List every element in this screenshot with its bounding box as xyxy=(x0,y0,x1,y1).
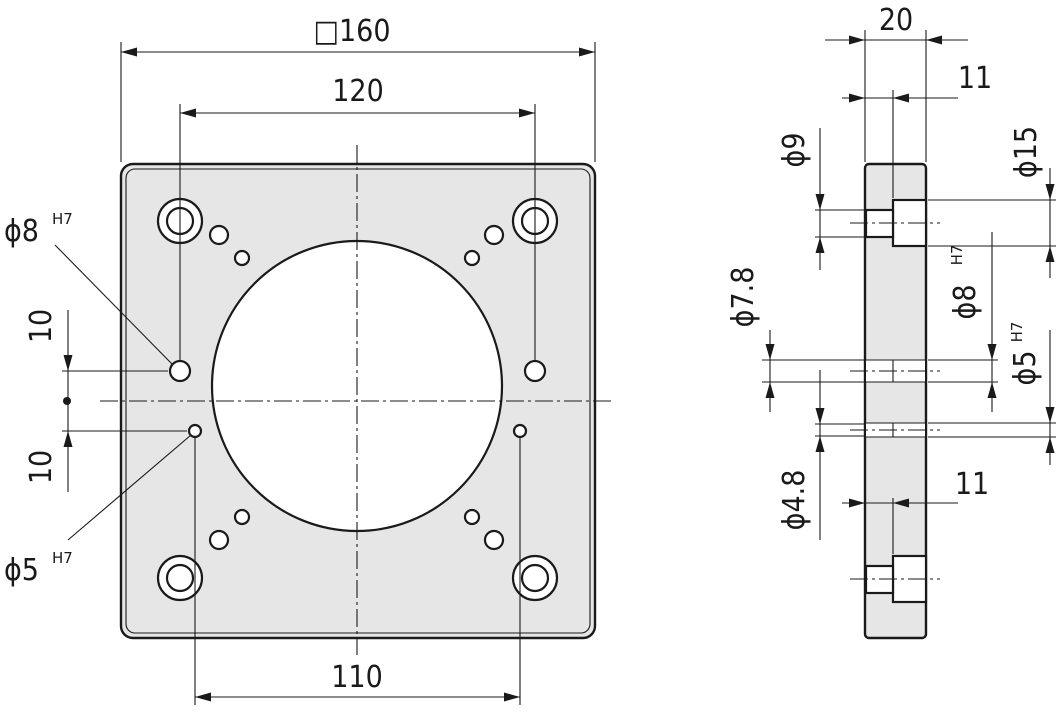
front-view: □160 120 110 10 10 ϕ8 H7 ϕ5 H7 xyxy=(4,14,615,705)
dim-bolt-spacing: 120 xyxy=(332,74,384,109)
dim-depth-top: 11 xyxy=(958,61,992,96)
label-dia8: ϕ8 xyxy=(4,214,39,249)
dim-offset-bottom: 10 xyxy=(24,450,59,484)
dim-dia5-tol: H7 xyxy=(1008,322,1026,343)
label-dia8-tol: H7 xyxy=(52,210,73,228)
dim-dowel-spacing: 110 xyxy=(331,660,383,695)
dim-thickness: 20 xyxy=(879,3,913,38)
side-view: 20 11 11 ϕ9 ϕ15 ϕ7.8 ϕ8 H7 xyxy=(726,3,1056,640)
dim-dia9: ϕ9 xyxy=(777,133,812,168)
label-dia5: ϕ5 xyxy=(4,553,39,588)
dim-dia8-tol: H7 xyxy=(948,245,966,266)
small-holes xyxy=(208,224,505,551)
dim-offset-top: 10 xyxy=(24,309,59,343)
plate-inner-edge xyxy=(125,168,591,634)
dim-dia4-8: ϕ4.8 xyxy=(777,470,812,531)
dowel-holes xyxy=(168,359,547,439)
label-dia5-tol: H7 xyxy=(52,549,73,567)
dim-dia7-8: ϕ7.8 xyxy=(726,267,761,328)
dim-dia8: ϕ8 xyxy=(948,285,983,320)
dim-dia5: ϕ5 xyxy=(1008,351,1043,386)
side-outline xyxy=(863,162,928,640)
dim-depth-bottom: 11 xyxy=(955,467,989,502)
dim-dia15: ϕ15 xyxy=(1009,126,1044,178)
dim-square-160: □160 xyxy=(313,14,390,49)
